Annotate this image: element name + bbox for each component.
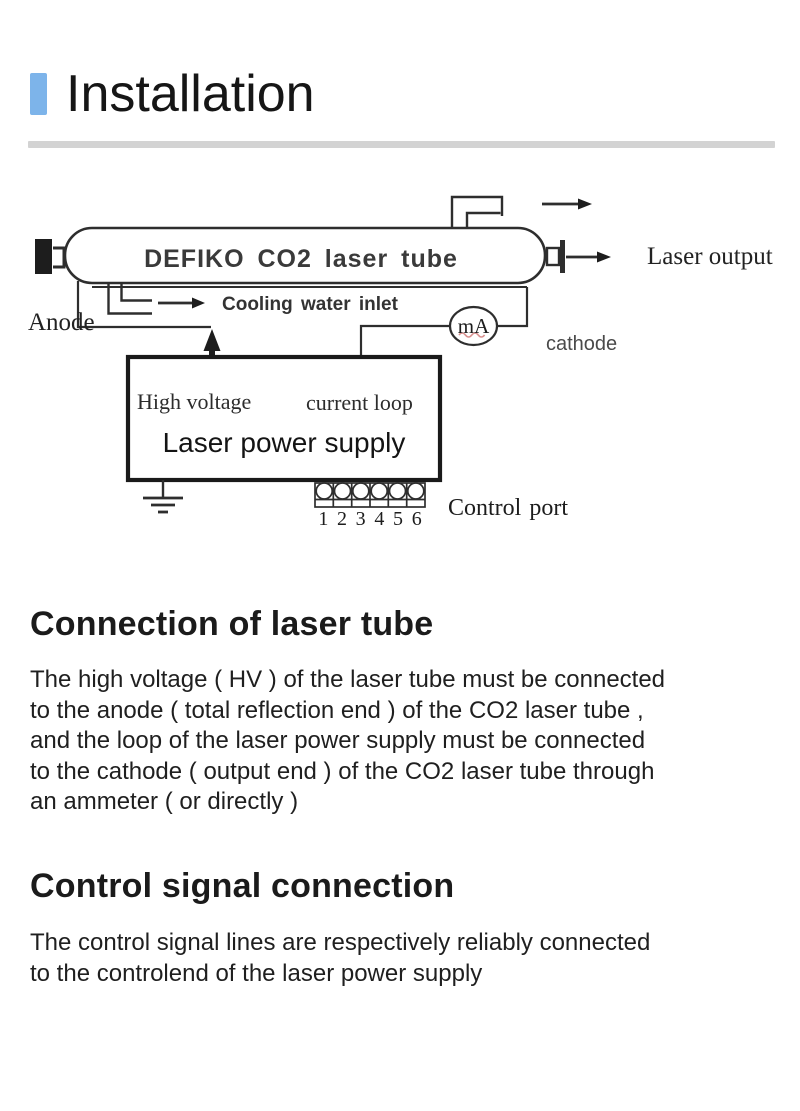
section-body-connection: The high voltage ( HV ) of the laser tub…: [30, 665, 775, 818]
anode-wire: [76, 281, 211, 329]
cooling-water-inlet-label: Cooling water inlet: [222, 294, 398, 315]
output-end-block: [545, 246, 561, 267]
water-inlet-arrowhead: [192, 297, 205, 309]
port-number-2: 2: [337, 508, 347, 530]
control-port-strip: [314, 482, 426, 508]
body-line: The high voltage ( HV ) of the laser tub…: [30, 666, 666, 693]
port-number-1: 1: [318, 508, 329, 530]
section-body-control-signal: The control signal lines are respectivel…: [30, 928, 775, 989]
cathode-wire-right: [497, 287, 529, 328]
cathode-wire-left: [359, 324, 450, 358]
section-accent-bar: [30, 73, 47, 115]
body-line: to the cathode ( output end ) of the CO2…: [30, 757, 655, 785]
body-line: The control signal lines are respectivel…: [30, 929, 651, 956]
body-line: an ammeter ( or directly ): [30, 788, 299, 816]
high-voltage-terminal-label: High voltage: [137, 389, 252, 414]
section-heading-connection: Connection of laser tube: [30, 605, 434, 643]
cathode-label: cathode: [546, 333, 618, 355]
body-line: to the anode ( total reflection end ) of…: [30, 696, 644, 724]
port-number-4: 4: [374, 508, 385, 530]
laser-output-label: Laser output: [647, 243, 773, 270]
page-title: Installation: [66, 65, 315, 123]
control-port-numbers: 1 2 3 4 5 6: [314, 508, 426, 531]
header-divider: [28, 141, 775, 148]
port-number-5: 5: [393, 508, 404, 530]
port-number-6: 6: [411, 508, 422, 530]
port-number-3: 3: [355, 508, 366, 530]
anode-end-block: [35, 239, 52, 274]
laser-output-arrowhead: [597, 251, 611, 263]
water-inlet-pipe-inner: [120, 283, 152, 302]
power-supply-name-label: Laser power supply: [162, 427, 406, 458]
water-outlet-pipe-outer: [450, 195, 504, 229]
ammeter-label: mA: [457, 314, 490, 338]
tube-name-label: DEFIKO CO2 laser tube: [144, 245, 458, 273]
water-outlet-arrowhead: [578, 198, 592, 210]
water-outlet-pipe-inner: [465, 211, 501, 229]
water-inlet-pipe-outer: [107, 283, 152, 315]
current-loop-terminal-label: current loop: [306, 390, 413, 415]
section-heading-control-signal: Control signal connection: [30, 867, 455, 905]
power-supply-box: [125, 354, 443, 483]
anode-end-bracket: [53, 246, 66, 269]
control-port-label: Control port: [448, 495, 568, 521]
body-line: to the controlend of the laser power sup…: [30, 959, 483, 987]
anode-label: Anode: [28, 309, 95, 336]
hv-arrow-stem: [209, 349, 215, 359]
body-line: and the loop of the laser power supply m…: [30, 727, 646, 755]
hv-arrow: [203, 329, 221, 351]
